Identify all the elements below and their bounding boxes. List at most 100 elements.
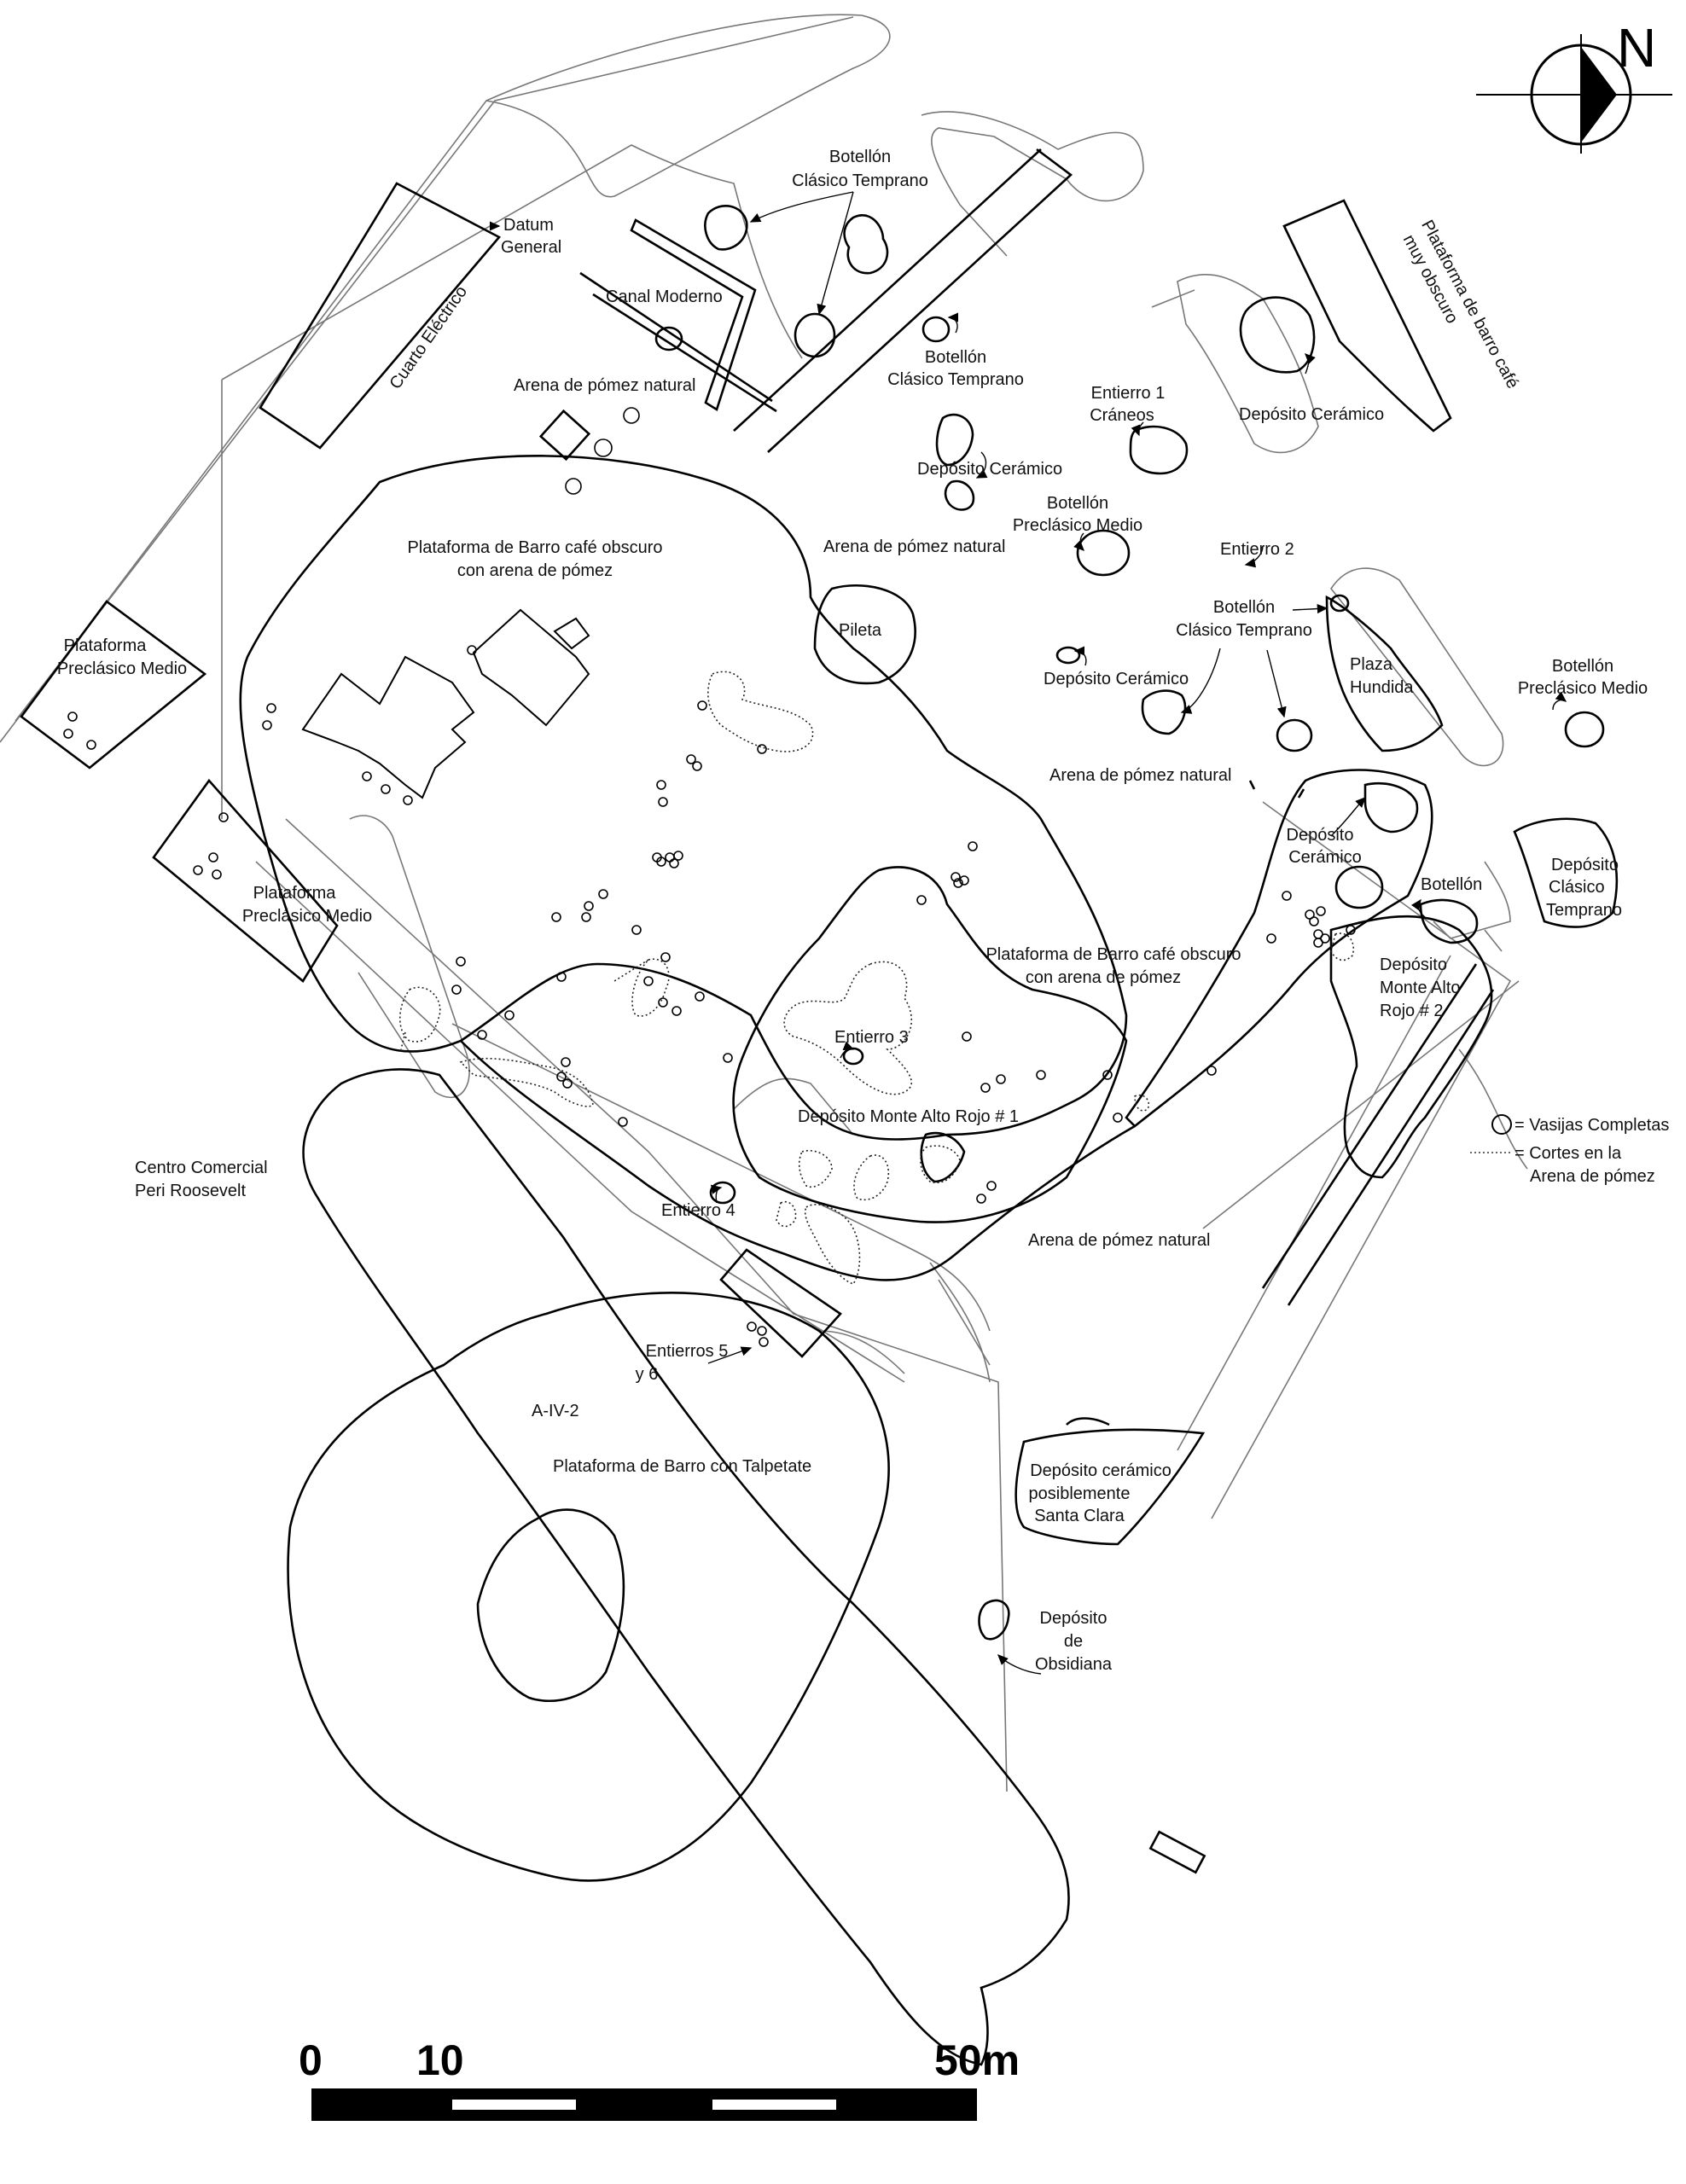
label-botellon-clasico-3a: Botellón bbox=[1213, 598, 1275, 617]
scale-bar: 0 10 50m bbox=[299, 2036, 1020, 2121]
botellon-preclasico-2-shape bbox=[1564, 711, 1605, 748]
label-plaza-hundida-b: Hundida bbox=[1350, 678, 1414, 697]
label-centro-comercial-a: Centro Comercial bbox=[135, 1159, 268, 1177]
deposito-santa-clara-outline bbox=[1015, 1428, 1206, 1546]
features bbox=[654, 205, 1605, 1641]
botellon-1 bbox=[704, 205, 748, 251]
label-deposito-clasico-c: Temprano bbox=[1546, 901, 1622, 920]
scale-label-50: 50m bbox=[934, 2036, 1020, 2084]
label-deposito-ceramico-east-b: Cerámico bbox=[1288, 848, 1362, 867]
botellon-3 bbox=[794, 312, 836, 358]
legend: = Vasijas Completas = Cortes en la Arena… bbox=[1470, 1114, 1669, 1186]
label-plataforma-obscuro-1a: Plataforma de Barro café obscuro bbox=[407, 538, 662, 557]
talpetate-platform-outline bbox=[287, 1292, 890, 1882]
label-botellon-preclasico-1b: Preclásico Medio bbox=[1013, 516, 1142, 535]
a-iv-2-band bbox=[302, 1068, 1070, 2066]
legend-vasijas: = Vasijas Completas bbox=[1514, 1116, 1669, 1135]
label-entierro-2: Entierro 2 bbox=[1220, 540, 1294, 559]
label-botellon-clasico-1b: Clásico Temprano bbox=[792, 171, 928, 190]
label-botellon-preclasico-2a: Botellón bbox=[1552, 657, 1613, 676]
leader-arrows bbox=[489, 191, 1567, 1675]
entierros-5-6-box bbox=[719, 1248, 842, 1358]
label-plataforma-obscuro-2b: con arena de pómez bbox=[1026, 968, 1181, 987]
label-deposito-ceramico-east-a: Depósito bbox=[1287, 826, 1354, 845]
label-plataforma-preclasico-2a: Plataforma bbox=[253, 884, 337, 903]
label-centro-comercial-b: Peri Roosevelt bbox=[135, 1182, 247, 1200]
label-botellon-clasico-1a: Botellón bbox=[829, 148, 891, 166]
label-entierro-3: Entierro 3 bbox=[834, 1028, 909, 1047]
label-deposito-monte-alto-2c: Rojo # 2 bbox=[1380, 1002, 1444, 1020]
label-santa-clara-c: Santa Clara bbox=[1034, 1507, 1125, 1525]
canal-moderno bbox=[630, 218, 757, 411]
scale-label-0: 0 bbox=[299, 2036, 323, 2084]
deposito-obsidiana-shape bbox=[978, 1599, 1010, 1641]
label-plataforma-preclasico-1b: Preclásico Medio bbox=[57, 659, 187, 678]
label-deposito-ceramico-mid: Depósito Cerámico bbox=[1044, 670, 1189, 688]
label-deposito-clasico-a: Depósito bbox=[1551, 856, 1619, 874]
vasijas-completas bbox=[63, 407, 1356, 1347]
plataforma-obscuro-1-outline bbox=[239, 455, 1128, 1141]
plataforma-preclasico-1 bbox=[20, 600, 207, 770]
plaza-hundida-outline bbox=[1325, 595, 1444, 752]
label-plaza-hundida-a: Plaza bbox=[1350, 655, 1393, 674]
label-arena-pomez-3: Arena de pómez natural bbox=[1049, 766, 1231, 785]
platforms bbox=[239, 455, 1619, 2066]
label-botellon-clasico-2a: Botellón bbox=[925, 348, 986, 367]
label-santa-clara-a: Depósito cerámico bbox=[1030, 1461, 1171, 1480]
label-plataforma-preclasico-2b: Preclásico Medio bbox=[242, 907, 372, 926]
label-entierro-4: Entierro 4 bbox=[661, 1201, 735, 1220]
deposito-monte-alto-2-outline bbox=[1329, 915, 1493, 1179]
cuarto-electrico-box bbox=[259, 182, 502, 450]
label-entierros-5-6b: y 6 bbox=[636, 1365, 659, 1384]
label-botellon-preclasico-1a: Botellón bbox=[1047, 494, 1108, 513]
label-arena-pomez-1: Arena de pómez natural bbox=[514, 376, 695, 395]
label-botellon-preclasico-2b: Preclásico Medio bbox=[1518, 679, 1648, 698]
label-deposito-ceramico-center: Depósito Cerámico bbox=[917, 460, 1062, 479]
plataforma-preclasico-2 bbox=[152, 778, 339, 983]
deposito-clasico-temprano-outline bbox=[1513, 817, 1619, 928]
label-entierro-1a: Entierro 1 bbox=[1091, 384, 1166, 403]
label-pileta: Pileta bbox=[839, 621, 882, 640]
label-plataforma-obscuro-2a: Plataforma de Barro café obscuro bbox=[985, 945, 1241, 964]
labels: Botellón Clásico Temprano Datum General … bbox=[57, 148, 1648, 1674]
label-obsidiana-a: Depósito bbox=[1040, 1609, 1108, 1628]
north-arrow: N bbox=[1476, 17, 1672, 154]
pumice-cuts bbox=[399, 671, 1354, 1285]
deposito-ceramico-ne-shape bbox=[1239, 296, 1316, 374]
talpetate-inner bbox=[476, 1508, 625, 1703]
scale-label-10: 10 bbox=[416, 2036, 464, 2084]
label-cuarto-electrico: Cuarto Eléctrico bbox=[386, 282, 471, 392]
label-plataforma-talpetate: Plataforma de Barro con Talpetate bbox=[553, 1457, 811, 1476]
deposito-ceramico-center-shape bbox=[935, 413, 974, 467]
label-entierro-1b: Cráneos bbox=[1090, 406, 1154, 425]
pileta-outline bbox=[813, 584, 916, 685]
label-botellon-clasico-3b: Clásico Temprano bbox=[1176, 621, 1312, 640]
label-obsidiana-b: de bbox=[1064, 1632, 1083, 1651]
label-deposito-clasico-b: Clásico bbox=[1549, 878, 1605, 897]
label-plataforma-preclasico-1a: Plataforma bbox=[64, 636, 148, 655]
botellon-east-shape bbox=[1419, 898, 1479, 944]
plataforma-muy-obscuro bbox=[1282, 199, 1452, 433]
north-label: N bbox=[1617, 17, 1656, 78]
label-a-iv-2: A-IV-2 bbox=[532, 1402, 579, 1420]
botellon-4 bbox=[654, 326, 683, 351]
label-obsidiana-c: Obsidiana bbox=[1035, 1655, 1113, 1674]
plataforma-este-outline bbox=[1125, 769, 1433, 1128]
label-plataforma-obscuro-1b: con arena de pómez bbox=[457, 561, 613, 580]
label-datum-a: Datum bbox=[503, 216, 554, 235]
label-entierros-5-6a: Entierros 5 bbox=[646, 1342, 729, 1361]
label-arena-pomez-4: Arena de pómez natural bbox=[1028, 1231, 1210, 1250]
label-datum-b: General bbox=[501, 238, 561, 257]
botellon-2 bbox=[843, 214, 889, 275]
street-outline bbox=[0, 14, 1528, 1792]
label-deposito-monte-alto-2a: Depósito bbox=[1380, 956, 1447, 974]
label-deposito-monte-alto-1: Depósito Monte Alto Rojo # 1 bbox=[798, 1107, 1019, 1126]
label-deposito-ceramico-ne: Depósito Cerámico bbox=[1239, 405, 1384, 424]
plataforma-obscuro-2-outline bbox=[732, 866, 1128, 1223]
structures bbox=[20, 148, 1452, 1874]
label-botellon-east: Botellón bbox=[1421, 875, 1482, 894]
label-botellon-clasico-2b: Clásico Temprano bbox=[887, 370, 1024, 389]
label-santa-clara-b: posiblemente bbox=[1029, 1484, 1131, 1503]
label-arena-pomez-2: Arena de pómez natural bbox=[823, 537, 1005, 556]
